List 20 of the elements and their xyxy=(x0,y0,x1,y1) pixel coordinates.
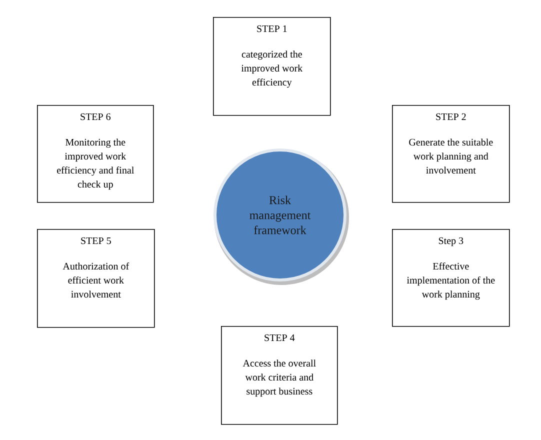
step-box xyxy=(392,229,510,327)
step-heading: STEP 5 xyxy=(81,237,111,244)
step-description: categorized the improved work efficiency xyxy=(241,50,303,88)
step-description: Access the overall work criteria and support business xyxy=(242,360,316,397)
step-description: Generate the suitable work planning and involvement xyxy=(409,138,493,174)
step-heading: STEP 4 xyxy=(264,334,295,342)
center-circle xyxy=(214,148,349,285)
step-box xyxy=(37,229,155,328)
step-description: Monitoring the improved work efficiency and final check up xyxy=(57,138,134,190)
step-description: Effective implementation of the work planning xyxy=(406,262,495,300)
step-description: Authorization of efficient work involvement xyxy=(62,262,130,298)
step-box xyxy=(392,105,510,203)
step-heading: STEP 1 xyxy=(257,25,287,32)
step-heading: Step 3 xyxy=(438,237,464,246)
step-box xyxy=(37,105,154,203)
step-box xyxy=(213,17,331,116)
step-box xyxy=(221,326,338,425)
step-heading: STEP 2 xyxy=(436,113,466,120)
step-heading: STEP 6 xyxy=(80,113,111,120)
circle-label: Risk management framework xyxy=(250,196,311,234)
